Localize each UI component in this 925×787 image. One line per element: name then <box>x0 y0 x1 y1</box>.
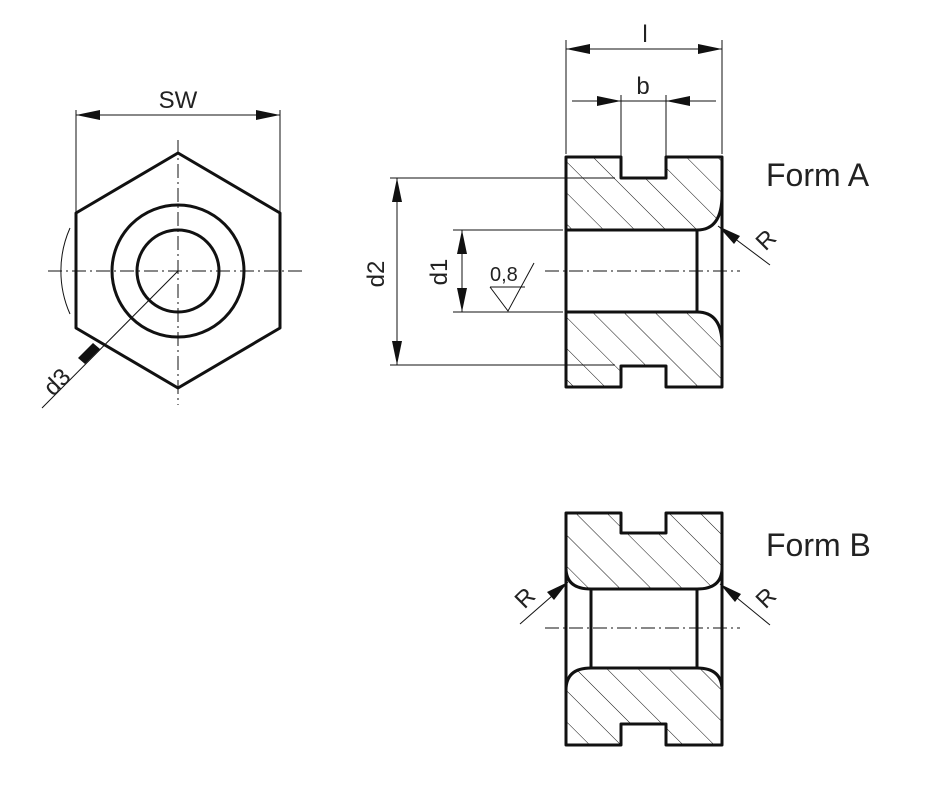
form-a-outline <box>564 155 724 389</box>
form-b-hatch-top <box>566 513 722 589</box>
hex-end-view: SW d3 <box>38 87 305 409</box>
form-b-title: Form B <box>766 527 871 563</box>
form-b-section: R R Form B <box>510 511 871 747</box>
form-b-radius-right-label: R <box>751 583 782 614</box>
form-b-hatch-bottom <box>566 668 722 745</box>
l-label: l <box>642 21 647 48</box>
form-a-hatch-top <box>566 157 722 230</box>
roughness-label: 0,8 <box>490 264 518 286</box>
surface-roughness-symbol <box>489 262 535 312</box>
form-a-title: Form A <box>766 157 870 193</box>
b-label: b <box>636 73 649 100</box>
form-b-outline <box>564 511 724 747</box>
form-a-radius-label: R <box>751 225 782 256</box>
d3-label: d3 <box>38 363 76 401</box>
d1-label: d1 <box>426 259 453 286</box>
form-a-hatch-bottom <box>566 312 722 387</box>
form-a-section: l b d2 d1 0,8 R Form A <box>363 21 870 389</box>
sw-label: SW <box>159 87 198 114</box>
d2-label: d2 <box>363 261 390 288</box>
